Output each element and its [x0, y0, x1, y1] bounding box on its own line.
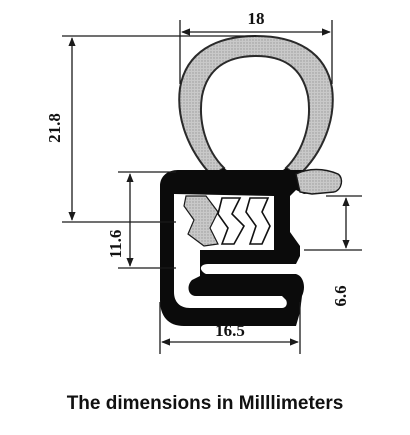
gripping-lips	[183, 195, 219, 247]
dimension-top-width	[179, 20, 333, 84]
clamp-profile	[160, 170, 322, 326]
dim-label-21-8: 21.8	[45, 113, 64, 143]
outer-sealing-lip	[295, 168, 343, 195]
dim-label-16-5: 16.5	[215, 321, 245, 340]
dim-label-6-6: 6.6	[331, 285, 350, 306]
sponge-bulb	[178, 34, 334, 178]
dimension-total-height	[62, 35, 256, 223]
dimension-clamp-height	[118, 171, 176, 269]
dimension-base-width	[159, 302, 301, 354]
units-caption: The dimensions in Milllimeters	[66, 393, 344, 414]
dim-label-18: 18	[248, 9, 265, 28]
seal-profile-drawing: 18 21.8 11.6 6.6 16.5	[45, 9, 362, 354]
metal-insert-fingers	[217, 197, 271, 245]
dim-label-11-6: 11.6	[106, 230, 125, 259]
dimension-lip-height	[304, 195, 362, 251]
